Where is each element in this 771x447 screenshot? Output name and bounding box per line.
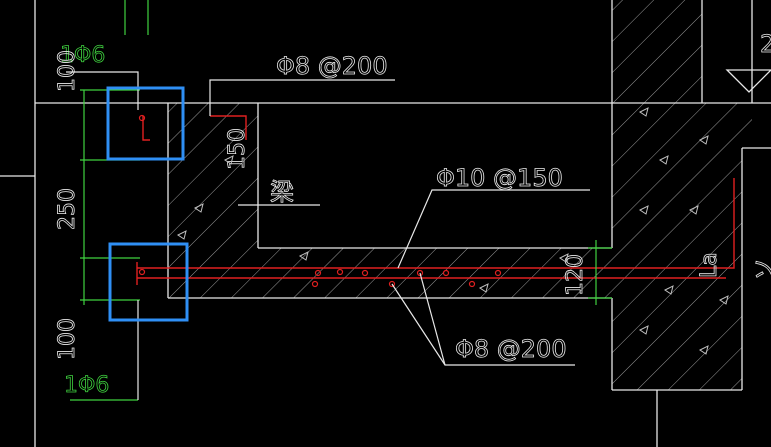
rebar-callouts: 1Φ6 1Φ6	[60, 43, 110, 399]
label-right-edge-char: ソ	[753, 258, 771, 280]
label-bottom-left-rebar: 1Φ6	[64, 373, 109, 398]
stirrup-top	[210, 115, 247, 140]
label-beam: 梁	[270, 178, 294, 206]
rebar	[136, 115, 735, 285]
label-anchorage: La	[697, 252, 722, 278]
label-right-edge-number: 2	[760, 30, 771, 58]
main-bar-top	[137, 178, 735, 269]
dim-left-mid: 250	[55, 188, 80, 230]
label-dist-rebar: Φ8 @200	[455, 335, 567, 363]
label-stirrup-top: Φ8 @200	[276, 52, 388, 80]
column-hatch	[612, 0, 702, 103]
label-top-left-rebar: 1Φ6	[60, 43, 105, 68]
annotation-text: Φ8 @200 Φ10 @150 Φ8 @200 梁 2	[270, 30, 771, 364]
highlight-box-bottom[interactable]	[108, 242, 189, 322]
dim-slab-thickness: 120	[563, 254, 588, 296]
dim-left-bottom: 100	[55, 318, 80, 360]
dim-left-top: 100	[55, 50, 80, 92]
dim-beam-depth: 150	[225, 128, 250, 170]
rebar-dots	[138, 114, 502, 288]
beam-section	[168, 103, 752, 390]
concrete-section	[168, 0, 752, 390]
aggregate-marks	[177, 107, 729, 355]
label-main-rebar: Φ10 @150	[436, 164, 563, 192]
highlight-box-top[interactable]	[106, 86, 185, 161]
leader-lines	[66, 71, 590, 400]
